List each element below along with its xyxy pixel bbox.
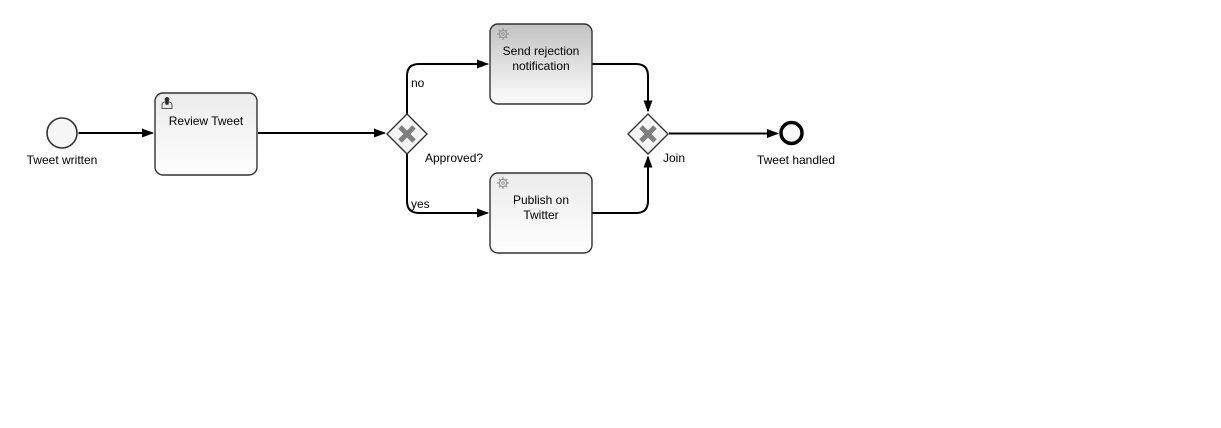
flow-publish-to-join[interactable] — [592, 155, 653, 214]
gateway-join-label: Join — [663, 151, 685, 165]
flow-no[interactable] — [406, 59, 489, 115]
gateway-approved[interactable]: Approved? — [386, 113, 483, 165]
gateway-x-icon — [398, 125, 416, 143]
start-event-label: Tweet written — [27, 153, 98, 167]
user-task-icon — [161, 97, 173, 109]
flow-label-yes: yes — [411, 197, 430, 211]
end-event-label: Tweet handled — [757, 153, 835, 167]
gateway-approved-label: Approved? — [425, 151, 483, 165]
task-review-tweet[interactable]: Review Tweet — [154, 92, 258, 176]
flow-reject-to-join[interactable] — [592, 63, 653, 113]
task-send-rejection-label-line2: notification — [512, 59, 569, 73]
task-review-tweet-shape[interactable] — [154, 92, 258, 176]
task-publish-twitter-label-line1: Publish on — [513, 193, 569, 207]
flow-yes[interactable] — [406, 153, 489, 218]
task-publish-twitter[interactable]: Publish on Twitter — [489, 172, 593, 254]
task-publish-twitter-shape[interactable] — [489, 172, 593, 254]
task-send-rejection-label-line1: Send rejection — [503, 44, 580, 58]
task-review-tweet-label: Review Tweet — [169, 114, 244, 128]
task-send-rejection-shape[interactable] — [489, 23, 593, 105]
task-publish-twitter-label-line2: Twitter — [523, 208, 558, 222]
gateway-join[interactable]: Join — [627, 113, 685, 165]
end-event[interactable]: Tweet handled — [757, 120, 835, 168]
end-event-circle[interactable] — [779, 120, 804, 146]
start-event[interactable]: Tweet written — [27, 117, 98, 167]
gateway-x-icon — [639, 125, 657, 143]
flow-label-no: no — [411, 76, 425, 90]
sequence-flows: no yes — [78, 59, 779, 218]
start-event-circle[interactable] — [46, 117, 78, 149]
task-send-rejection[interactable]: Send rejection notification — [489, 23, 593, 105]
